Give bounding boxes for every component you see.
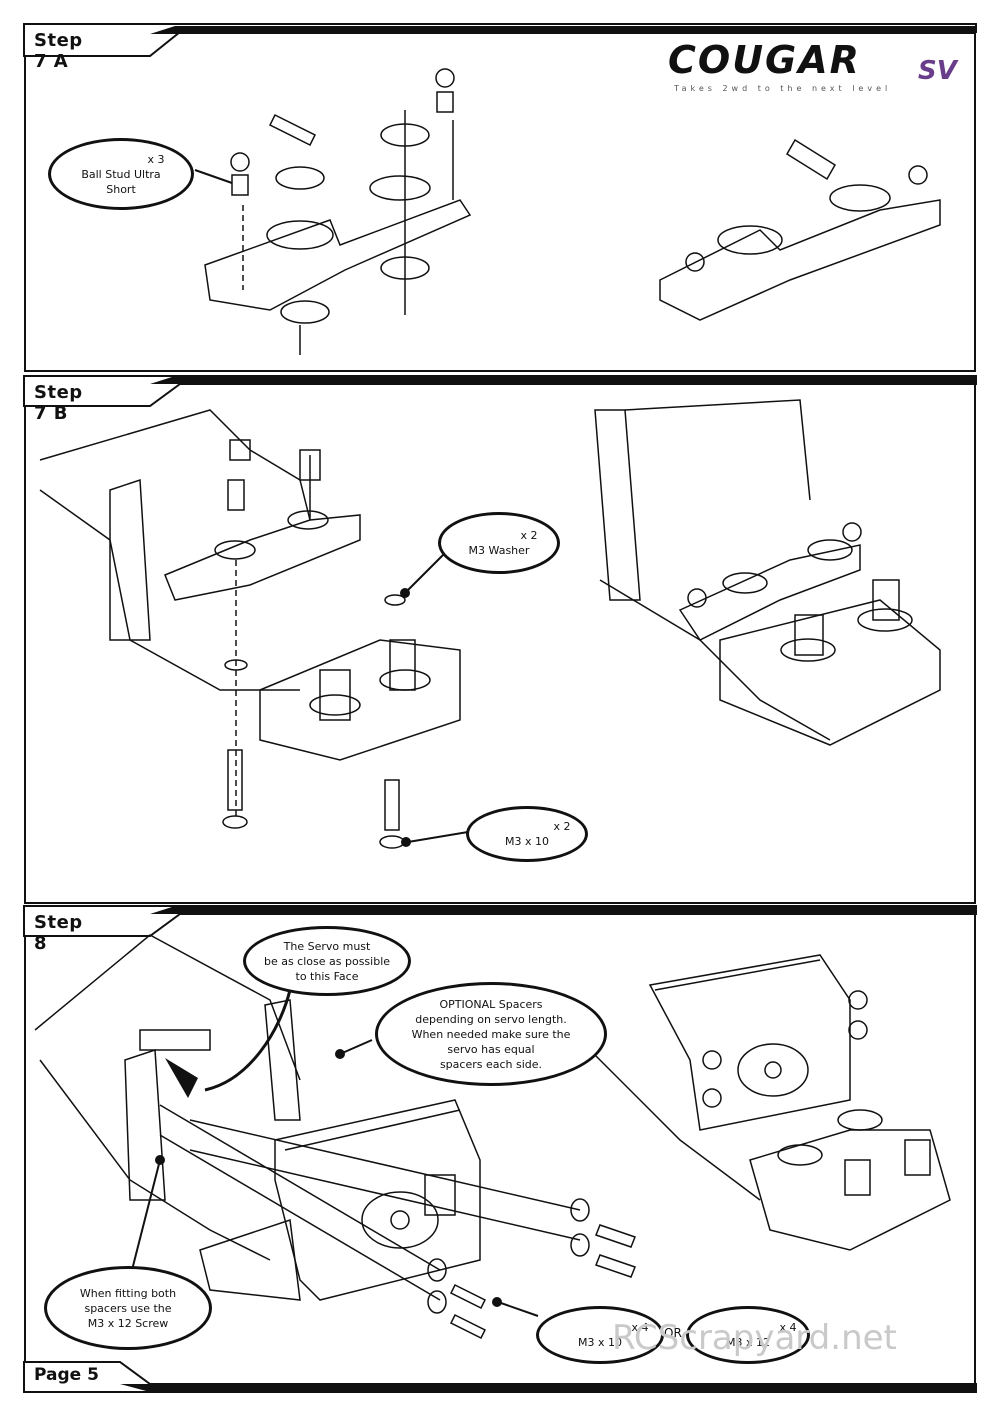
callout-text: M3 Washer xyxy=(468,544,530,557)
callout-part-icons xyxy=(97,147,767,1335)
callout-text: be as close as possible xyxy=(263,954,391,968)
callout-ball-stud: x 3 Ball Stud Ultra Short xyxy=(48,138,194,210)
logo-tagline: Takes 2wd to the next level xyxy=(674,84,892,93)
callout-m3-washer: x 2 M3 Washer xyxy=(438,512,560,574)
callout-text: The Servo must xyxy=(283,939,371,953)
callout-both-spacers: When fitting both spacers use the M3 x 1… xyxy=(44,1266,212,1350)
callout-text: M3 x 10 xyxy=(505,835,549,848)
callout-qty: x 4 xyxy=(631,1321,649,1334)
callout-qty: x 2 xyxy=(520,529,538,542)
callout-text: to this Face xyxy=(295,969,359,983)
step-7a-assembled-steering-drawing xyxy=(659,138,941,321)
callout-text: depending on servo length. xyxy=(415,1012,567,1026)
callout-qty: x 2 xyxy=(553,820,571,833)
callout-qty: x 3 xyxy=(147,152,165,166)
step-7a-exploded-steering-drawing xyxy=(204,68,472,355)
page-number: Page 5 xyxy=(34,1365,99,1385)
callout-text: spacers each side. xyxy=(439,1057,543,1071)
cougar-sv-logo: COUGAR SV Takes 2wd to the next level xyxy=(668,38,968,98)
callout-text: servo has equal xyxy=(447,1042,535,1056)
callout-text: M3 x 10 xyxy=(578,1336,622,1349)
step-8-title: Step 8 xyxy=(34,912,83,954)
step-8-face-arrow xyxy=(165,989,292,1098)
step-7b-assembled-chassis-drawing xyxy=(594,399,941,746)
step-7b-title: Step 7 B xyxy=(34,382,83,424)
callout-servo-face: The Servo must be as close as possible t… xyxy=(243,926,411,996)
callout-m3x10-screw-step8: x 4 M3 x 10 xyxy=(536,1306,664,1364)
callout-optional-spacers: OPTIONAL Spacers depending on servo leng… xyxy=(375,982,607,1086)
callout-text: OPTIONAL Spacers xyxy=(439,997,543,1011)
step-7a-title: Step 7 A xyxy=(34,30,83,72)
callout-text: M3 x 12 xyxy=(726,1336,770,1349)
callout-leader-lines xyxy=(131,169,539,1317)
step-8-exploded-servo-drawing xyxy=(34,934,636,1340)
step-7b-exploded-chassis-drawing xyxy=(39,409,461,849)
callout-qty: x 4 xyxy=(779,1321,797,1334)
callout-text: Ball Stud Ultra xyxy=(81,167,161,181)
callout-text: M3 x 12 Screw xyxy=(87,1316,169,1330)
or-label: OR xyxy=(664,1326,682,1340)
logo-title: COUGAR xyxy=(668,38,861,82)
logo-suffix: SV xyxy=(918,56,957,86)
callout-text: When fitting both xyxy=(79,1286,177,1300)
callout-text: When needed make sure the xyxy=(411,1027,571,1041)
callout-text: spacers use the xyxy=(84,1301,172,1315)
callout-m3x12-screw: x 4 M3 x 12 xyxy=(686,1306,810,1364)
watermark: RCScrapyard.net xyxy=(612,1318,897,1358)
callout-m3x10-screw: x 2 M3 x 10 xyxy=(466,806,588,862)
step-8-assembled-servo-drawing xyxy=(589,954,951,1251)
callout-text: Short xyxy=(106,182,136,196)
